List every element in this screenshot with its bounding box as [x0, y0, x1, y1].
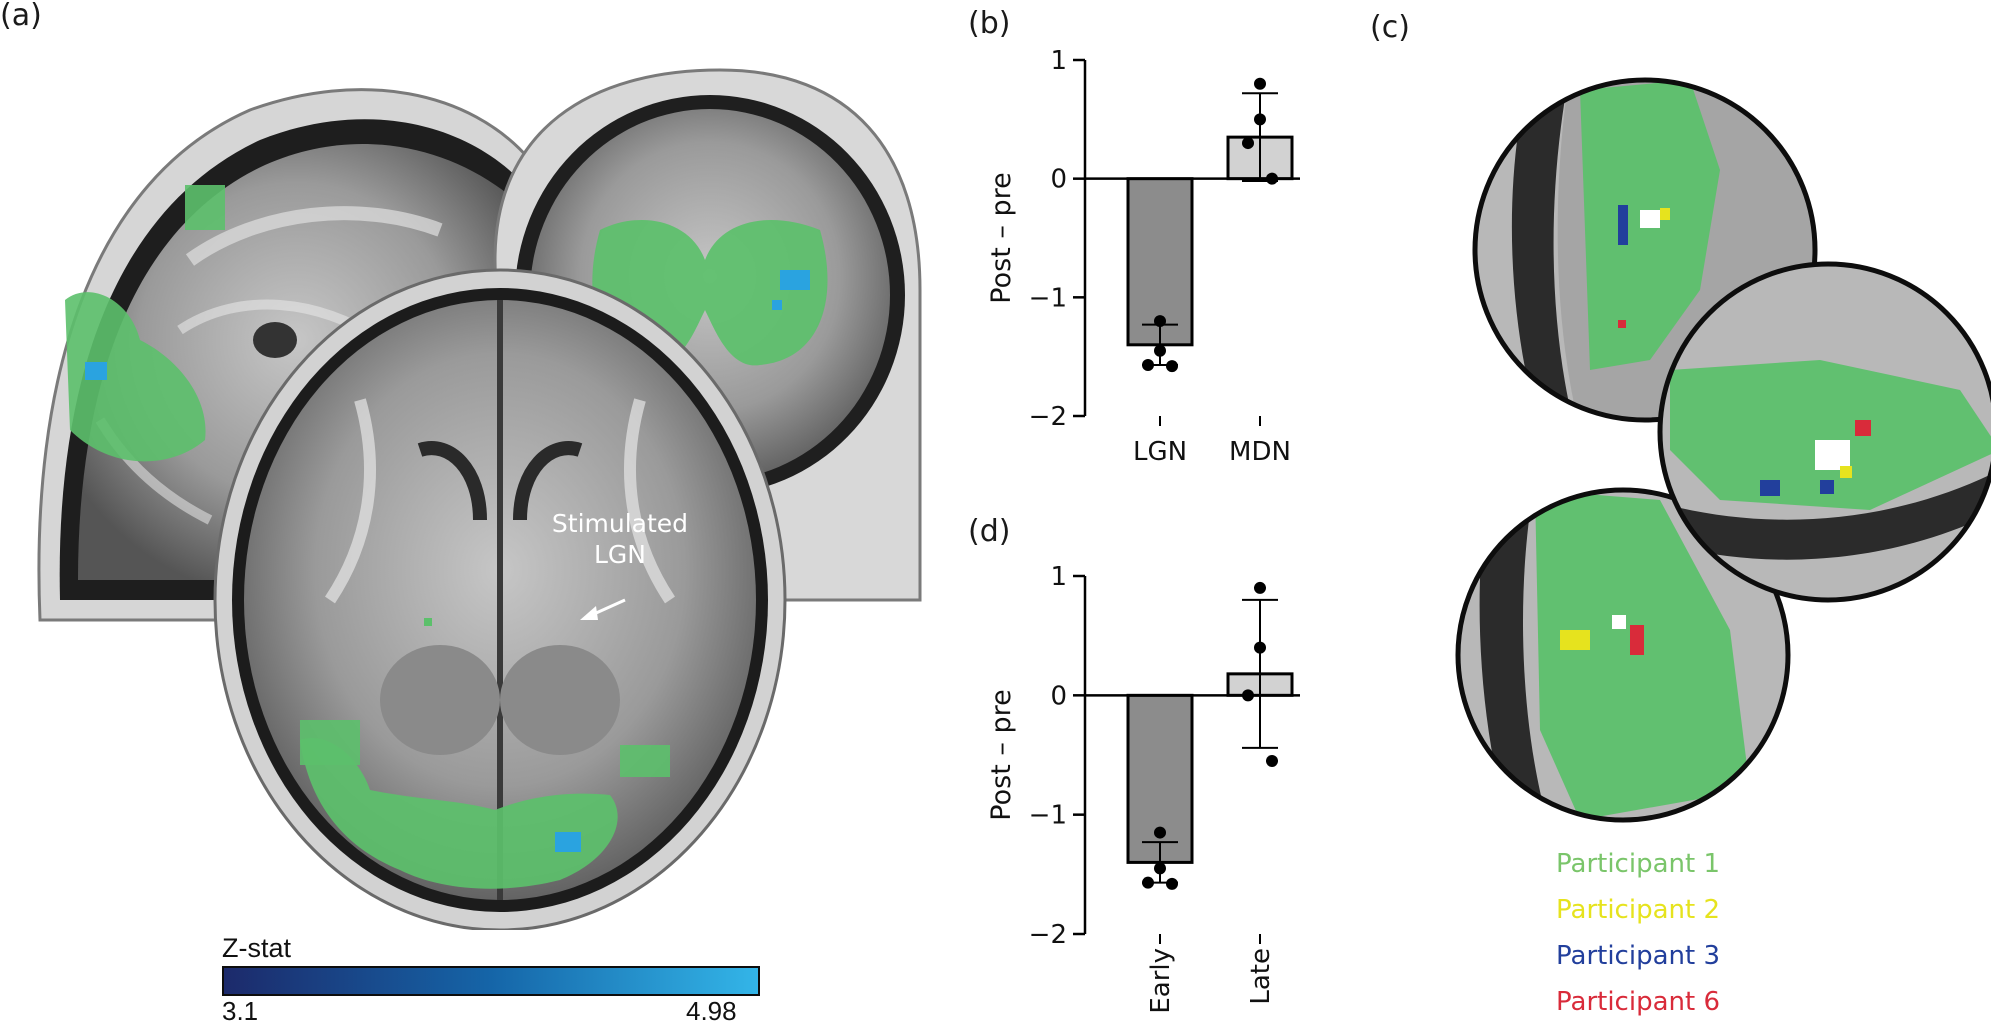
data-point	[1266, 754, 1278, 767]
colorbar-title: Z-stat	[222, 933, 292, 963]
y-tick-label: −2	[1029, 920, 1067, 950]
data-point	[1154, 862, 1166, 875]
legend-entry: Participant 2	[1556, 895, 1720, 925]
colorbar-max-label: 4.98	[686, 996, 737, 1026]
brain-mri-figure	[37, 68, 922, 930]
data-point	[1154, 826, 1166, 839]
zoom-circle-right	[1660, 264, 1991, 600]
y-tick-label: −1	[1029, 283, 1067, 313]
x-tick-label: MDN	[1229, 437, 1291, 467]
legend-entry: Participant 3	[1556, 941, 1720, 971]
y-tick-label: 0	[1050, 681, 1067, 711]
data-point	[1154, 344, 1166, 357]
data-point	[1142, 358, 1154, 371]
stimulated-lgn-annotation: Stimulated LGN	[520, 508, 720, 571]
x-tick-label: LGN	[1133, 437, 1187, 467]
y-tick-label: 1	[1050, 46, 1067, 76]
colorbar-min-label: 3.1	[222, 996, 259, 1026]
data-point	[1254, 641, 1266, 654]
data-point	[1166, 360, 1178, 373]
panel-label-c: (c)	[1370, 10, 1410, 45]
annotation-line-2: LGN	[593, 540, 646, 570]
panel-label-d: (d)	[968, 514, 1011, 549]
x-tick-label: Early	[1146, 948, 1176, 1014]
legend-entry: Participant 1	[1556, 849, 1720, 879]
annotation-line-1: Stimulated	[551, 509, 689, 538]
axial-slice	[213, 268, 787, 930]
y-tick-label: −2	[1029, 402, 1067, 432]
zoom-circles-figure	[1455, 77, 1991, 823]
data-point	[1254, 77, 1266, 90]
y-axis-label: Post – pre	[986, 172, 1017, 303]
data-point	[1154, 315, 1166, 328]
y-axis-label: Post – pre	[986, 689, 1017, 820]
panel-label-a: (a)	[0, 0, 42, 33]
data-point	[1142, 876, 1154, 889]
y-tick-label: 1	[1050, 562, 1067, 592]
data-point	[1242, 137, 1254, 150]
colorbar	[222, 966, 760, 996]
x-tick-label: Late	[1246, 948, 1276, 1005]
data-point	[1166, 877, 1178, 890]
data-point	[1254, 581, 1266, 594]
legend-entry: Participant 6	[1556, 987, 1720, 1017]
y-tick-label: 0	[1050, 165, 1067, 195]
y-tick-label: −1	[1029, 801, 1067, 831]
data-point	[1254, 113, 1266, 126]
panel-label-b: (b)	[968, 6, 1011, 41]
